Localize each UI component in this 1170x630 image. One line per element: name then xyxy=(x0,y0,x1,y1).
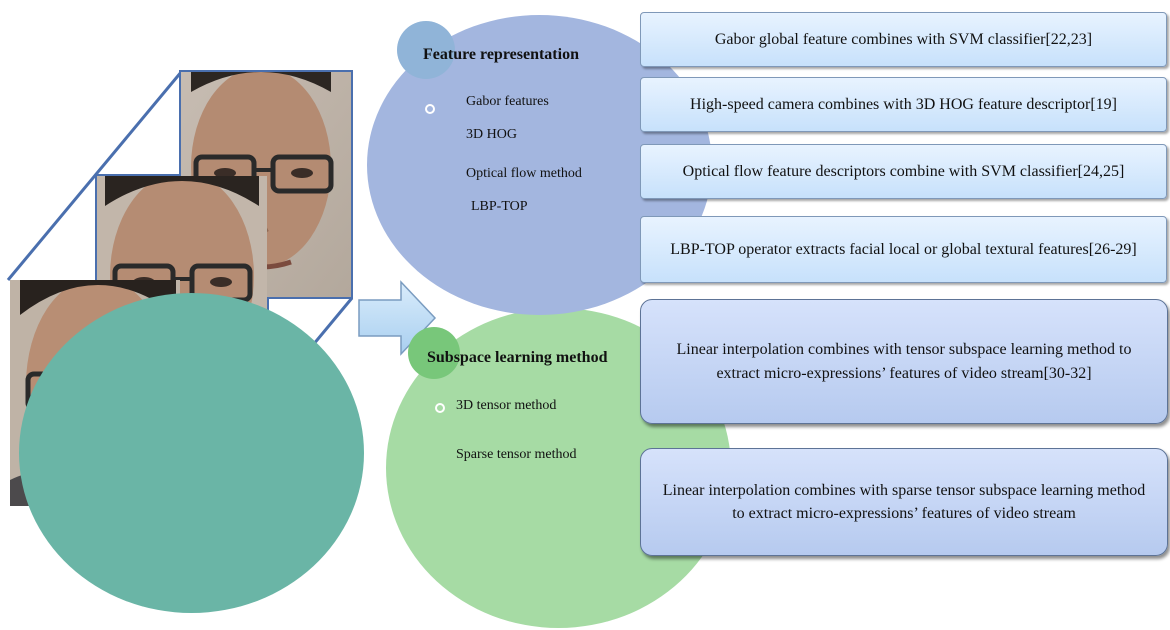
subspace-bubble xyxy=(408,327,460,379)
feature-bullet-dot xyxy=(425,104,435,114)
circle-overlap xyxy=(0,0,364,613)
feature-box-optical-flow: Optical flow feature descriptors combine… xyxy=(640,144,1167,199)
feature-bubble xyxy=(397,21,455,79)
subspace-box-tensor: Linear interpolation combines with tenso… xyxy=(640,299,1168,424)
feature-box-3dhog: High-speed camera combines with 3D HOG f… xyxy=(640,77,1167,132)
subspace-bullet-dot xyxy=(435,403,445,413)
feature-box-gabor: Gabor global feature combines with SVM c… xyxy=(640,12,1167,67)
feature-item-optical-flow: Optical flow method xyxy=(466,166,582,181)
subspace-heading: Subspace learning method xyxy=(427,349,608,366)
subspace-item-sparse-tensor: Sparse tensor method xyxy=(456,447,577,462)
feature-item-gabor: Gabor features xyxy=(466,94,549,109)
feature-item-3dhog: 3D HOG xyxy=(466,127,517,142)
feature-heading: Feature representation xyxy=(423,46,579,63)
feature-box-lbp-top: LBP-TOP operator extracts facial local o… xyxy=(640,216,1167,283)
subspace-item-3d-tensor: 3D tensor method xyxy=(456,398,557,413)
subspace-box-sparse-tensor: Linear interpolation combines with spars… xyxy=(640,448,1168,556)
feature-item-lbp-top: LBP-TOP xyxy=(471,199,528,214)
